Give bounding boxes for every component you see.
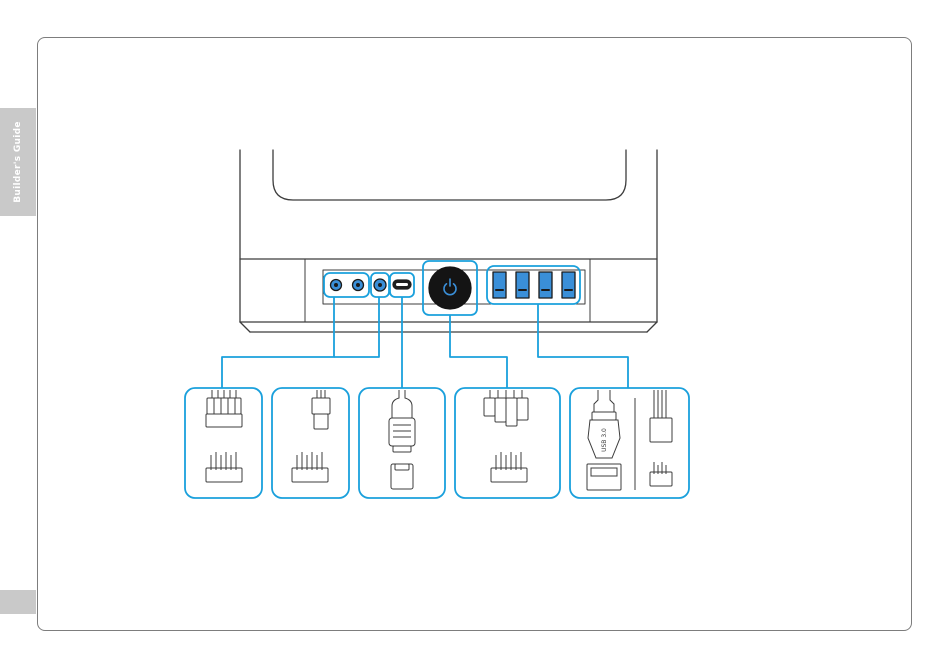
glass-panel-edge	[273, 150, 626, 200]
power-connector-icon	[484, 390, 528, 426]
usb3-header-icon	[587, 464, 621, 490]
mic-pin-header-icon	[292, 452, 328, 482]
leader-line	[538, 304, 628, 388]
usb-a-port-icon[interactable]	[562, 272, 575, 298]
leader-line	[222, 297, 334, 388]
usb-c-header-icon	[391, 464, 413, 489]
leader-line	[450, 315, 507, 388]
power-pin-header-icon	[491, 452, 527, 482]
power-button-icon[interactable]	[429, 267, 471, 309]
usb-a-port-icon[interactable]	[516, 272, 529, 298]
usb2-pin-header-icon	[650, 462, 672, 486]
usb3-connector-icon: USB 3.0	[588, 390, 620, 458]
mic-connector-icon	[312, 390, 330, 429]
usb3-label: USB 3.0	[601, 428, 608, 452]
front-io-ports	[331, 267, 576, 309]
audio-pin-header-icon	[206, 452, 242, 482]
usb-c-connector-icon	[389, 390, 415, 452]
leader-line	[334, 297, 379, 357]
usb2-connector-icon	[650, 390, 672, 442]
usb-a-port-icon[interactable]	[539, 272, 552, 298]
usb-a-port-icon[interactable]	[493, 272, 506, 298]
audio-connector-icon	[206, 390, 242, 427]
